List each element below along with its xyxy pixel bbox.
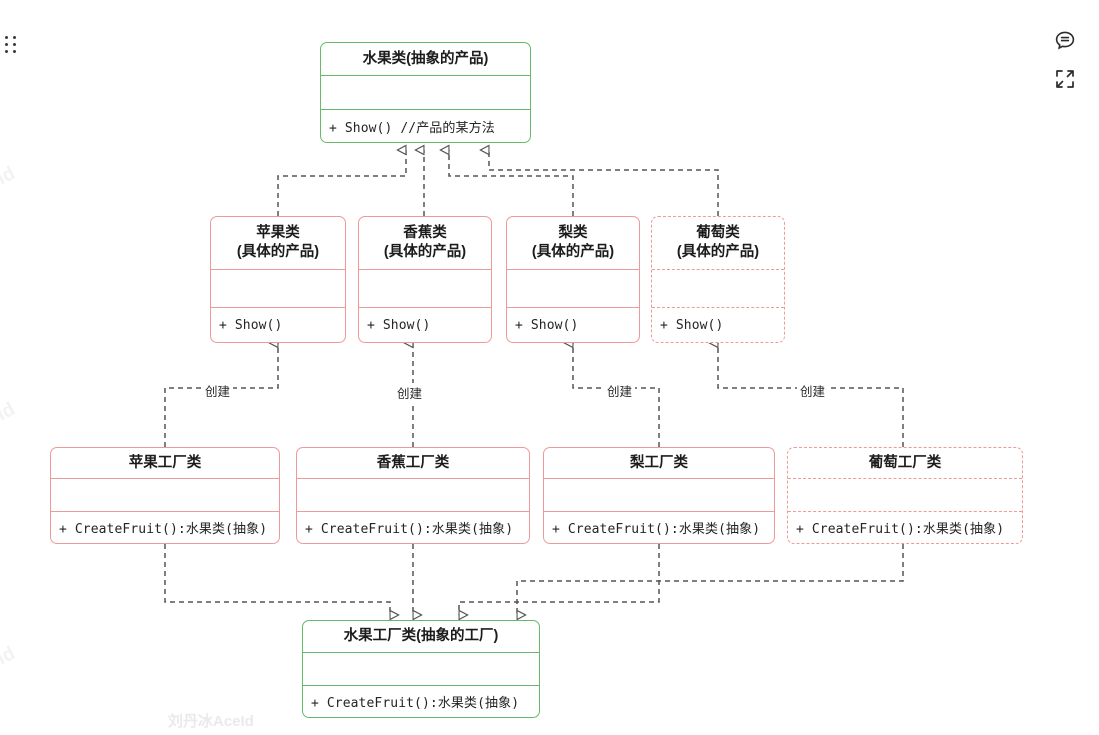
class-attributes bbox=[211, 269, 345, 307]
class-title: 水果工厂类(抽象的工厂) bbox=[343, 628, 499, 645]
class-operations: + Show() bbox=[507, 307, 639, 342]
class-box-apple-factory[interactable]: 苹果工厂类 + CreateFruit():水果类(抽象) bbox=[50, 447, 280, 544]
class-title: 葡萄类 (具体的产品) bbox=[652, 217, 784, 269]
class-operations: + CreateFruit():水果类(抽象) bbox=[297, 511, 529, 542]
class-box-apple[interactable]: 苹果类 (具体的产品) + Show() bbox=[210, 216, 346, 343]
edge-pear-to-fruit bbox=[449, 150, 574, 216]
dot bbox=[5, 43, 8, 46]
dot bbox=[12, 36, 16, 39]
dot bbox=[12, 43, 16, 46]
edge-apple-to-fruit bbox=[277, 150, 407, 216]
class-box-grape-factory[interactable]: 葡萄工厂类 + CreateFruit():水果类(抽象) bbox=[787, 447, 1023, 544]
dot bbox=[5, 50, 8, 53]
edge-grapefactory-to-abstract bbox=[516, 544, 904, 615]
class-title: 苹果类 (具体的产品) bbox=[211, 217, 345, 269]
class-box-abstract-factory[interactable]: 水果工厂类(抽象的工厂) + CreateFruit():水果类(抽象) bbox=[302, 620, 540, 718]
edge-label-create-4: 创建 bbox=[797, 381, 829, 400]
class-attributes bbox=[321, 75, 530, 109]
class-title: 梨工厂类 bbox=[630, 454, 688, 471]
fullscreen-icon[interactable] bbox=[1053, 67, 1077, 91]
edge-applefactory-to-abstract bbox=[164, 544, 390, 615]
class-title-line2: (具体的产品) bbox=[676, 244, 760, 260]
watermark-left-2: eId bbox=[0, 398, 19, 431]
watermark-center: 刘丹冰AceId bbox=[168, 713, 254, 730]
watermark-left-3: eId bbox=[0, 642, 19, 675]
class-title-line1: 香蕉类 bbox=[403, 225, 447, 242]
dot bbox=[5, 36, 8, 39]
class-operations: + CreateFruit():水果类(抽象) bbox=[544, 511, 774, 542]
class-box-banana-factory[interactable]: 香蕉工厂类 + CreateFruit():水果类(抽象) bbox=[296, 447, 530, 544]
edge-label-create-1: 创建 bbox=[202, 381, 234, 400]
class-title: 梨类 (具体的产品) bbox=[507, 217, 639, 269]
class-attributes bbox=[652, 269, 784, 307]
class-title: 葡萄工厂类 bbox=[868, 454, 942, 471]
class-attributes bbox=[544, 478, 774, 511]
class-title: 水果类(抽象的产品) bbox=[362, 50, 489, 67]
edge-grape-to-fruit bbox=[489, 150, 719, 216]
class-attributes bbox=[359, 269, 491, 307]
class-box-grape[interactable]: 葡萄类 (具体的产品) + Show() bbox=[651, 216, 785, 343]
class-title-line2: (具体的产品) bbox=[531, 244, 615, 260]
class-title: 香蕉工厂类 bbox=[376, 454, 450, 471]
comment-icon[interactable] bbox=[1053, 29, 1077, 53]
edge-label-create-2: 创建 bbox=[394, 383, 426, 402]
class-operations: + CreateFruit():水果类(抽象) bbox=[303, 685, 539, 716]
class-operations: + Show() bbox=[652, 307, 784, 342]
class-operations: + Show() //产品的某方法 bbox=[321, 109, 530, 142]
edge-pearfactory-to-abstract bbox=[458, 544, 660, 615]
class-attributes bbox=[303, 652, 539, 685]
edge-label-create-3: 创建 bbox=[604, 381, 636, 400]
class-title-line1: 梨类 bbox=[558, 225, 588, 242]
class-title-line2: (具体的产品) bbox=[383, 244, 467, 260]
class-title-line2: (具体的产品) bbox=[236, 244, 320, 260]
class-attributes bbox=[507, 269, 639, 307]
class-operations: + Show() bbox=[211, 307, 345, 342]
class-attributes bbox=[788, 478, 1022, 511]
class-box-pear-factory[interactable]: 梨工厂类 + CreateFruit():水果类(抽象) bbox=[543, 447, 775, 544]
class-title: 苹果工厂类 bbox=[128, 454, 202, 471]
class-title: 香蕉类 (具体的产品) bbox=[359, 217, 491, 269]
drag-handle-icon[interactable] bbox=[5, 36, 17, 54]
watermark-left-1: eId bbox=[0, 162, 19, 195]
class-attributes bbox=[51, 478, 279, 511]
class-operations: + Show() bbox=[359, 307, 491, 342]
class-operations: + CreateFruit():水果类(抽象) bbox=[788, 511, 1022, 542]
class-attributes bbox=[297, 478, 529, 511]
class-operations: + CreateFruit():水果类(抽象) bbox=[51, 511, 279, 542]
class-title-line1: 苹果类 bbox=[256, 225, 300, 242]
class-box-banana[interactable]: 香蕉类 (具体的产品) + Show() bbox=[358, 216, 492, 343]
class-box-abstract-product[interactable]: 水果类(抽象的产品) + Show() //产品的某方法 bbox=[320, 42, 531, 143]
class-box-pear[interactable]: 梨类 (具体的产品) + Show() bbox=[506, 216, 640, 343]
dot bbox=[12, 50, 16, 53]
class-title-line1: 葡萄类 bbox=[696, 225, 740, 242]
